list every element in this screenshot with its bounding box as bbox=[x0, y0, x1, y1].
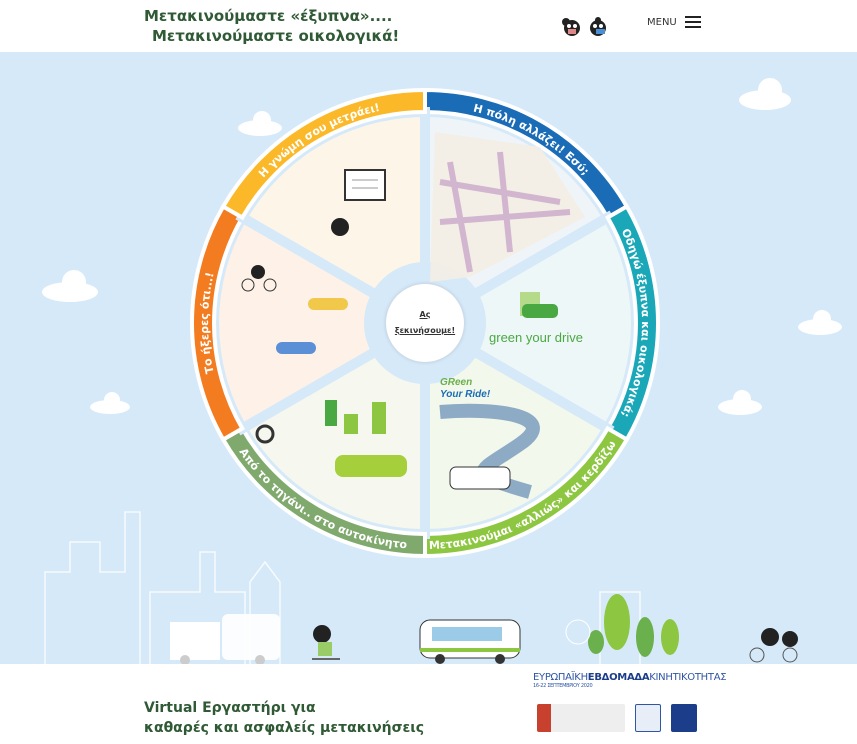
background-scene bbox=[42, 78, 842, 664]
city-map-icon bbox=[430, 132, 585, 282]
segment-label-text: Το ήξερες ότι...! bbox=[198, 271, 217, 375]
green-your-drive-icon bbox=[520, 292, 558, 318]
bike-and-cars-icon bbox=[241, 265, 348, 354]
garbage-truck-icon bbox=[170, 614, 280, 664]
cloud-icon bbox=[238, 111, 282, 136]
wheel-segment-label[interactable]: Το ήξερες ότι...! bbox=[198, 271, 217, 375]
menu-label: MENU bbox=[647, 16, 677, 28]
civitas-logo-icon[interactable] bbox=[635, 704, 661, 732]
green-ride-text-1: GReen bbox=[440, 377, 472, 388]
survey-computer-icon bbox=[331, 169, 386, 236]
recycling-oil-icon bbox=[255, 400, 407, 477]
footer-line-1: Virtual Εργαστήρι για bbox=[144, 700, 316, 716]
segment-illustrations: green your drive GReen Your Ride! bbox=[241, 132, 585, 499]
cloud-icon bbox=[798, 310, 842, 335]
start-label-2: ξεκινήσουμε! bbox=[394, 326, 456, 335]
activity-wheel: Η πόλη αλλάζει! Εσύ;Οδηγώ έξυπνα και οικ… bbox=[0, 52, 661, 559]
footer-title: Virtual Εργαστήρι για καθαρές και ασφαλε… bbox=[144, 698, 424, 738]
title-line-1: Μετακινούμαστε «έξυπνα».... bbox=[144, 7, 393, 25]
site-title[interactable]: Μετακινούμαστε «έξυπνα».... Μετακινούμασ… bbox=[144, 6, 399, 46]
scooter-mascot-icon bbox=[312, 625, 340, 660]
wheel-segment-ring[interactable] bbox=[220, 87, 427, 221]
euro-text-c: ΚΙΝΗΤΙΚΟΤΗΤΑΣ bbox=[649, 672, 727, 683]
green-your-drive-text: green your drive bbox=[489, 330, 583, 345]
green-ride-text-2: Your Ride! bbox=[440, 389, 491, 400]
euro-dates: 16-22 ΣΕΠΤΕΜΒΡΙΟΥ 2020 bbox=[533, 683, 593, 689]
eu-flag-icon[interactable] bbox=[671, 704, 697, 732]
road-icon bbox=[439, 403, 540, 499]
mascots-logo-icon bbox=[562, 17, 606, 36]
title-line-2: Μετακινούμαστε οικολογικά! bbox=[152, 27, 400, 45]
trees-icon bbox=[565, 594, 679, 657]
bus-icon bbox=[419, 619, 521, 664]
euro-text-b: ΕΒΔΟΜΑΔΑ bbox=[587, 672, 650, 683]
hamburger-icon bbox=[684, 16, 701, 28]
european-mobility-week-logo[interactable]: ΕΥΡΩΠΑΪΚΗΕΒΔΟΜΑΔΑΚΙΝΗΤΙΚΟΤΗΤΑΣ 16-22 ΣΕΠ… bbox=[533, 672, 727, 689]
clouds bbox=[42, 78, 842, 415]
start-button[interactable]: Ας ξεκινήσουμε! bbox=[386, 284, 464, 362]
euro-text-a: ΕΥΡΩΠΑΪΚΗ bbox=[533, 672, 588, 683]
green-ride-logo: GReen Your Ride! bbox=[440, 377, 491, 400]
hero-stage: Η πόλη αλλάζει! Εσύ;Οδηγώ έξυπνα και οικ… bbox=[0, 52, 857, 664]
header: Μετακινούμαστε «έξυπνα».... Μετακινούμασ… bbox=[0, 0, 857, 52]
partner-logos bbox=[537, 704, 697, 732]
start-label-1: Ας bbox=[419, 310, 431, 319]
menu-button[interactable]: MENU bbox=[647, 16, 701, 28]
tuc-logo-icon[interactable] bbox=[537, 704, 625, 732]
footer: Virtual Εργαστήρι για καθαρές και ασφαλε… bbox=[0, 664, 857, 744]
cloud-icon bbox=[42, 270, 98, 302]
cloud-icon bbox=[718, 390, 762, 415]
footer-line-2: καθαρές και ασφαλείς μετακινήσεις bbox=[144, 720, 425, 736]
cloud-icon bbox=[90, 392, 130, 414]
cloud-icon bbox=[739, 78, 791, 110]
city-skyline bbox=[44, 511, 641, 664]
bicycle-mascots-icon bbox=[749, 628, 798, 663]
